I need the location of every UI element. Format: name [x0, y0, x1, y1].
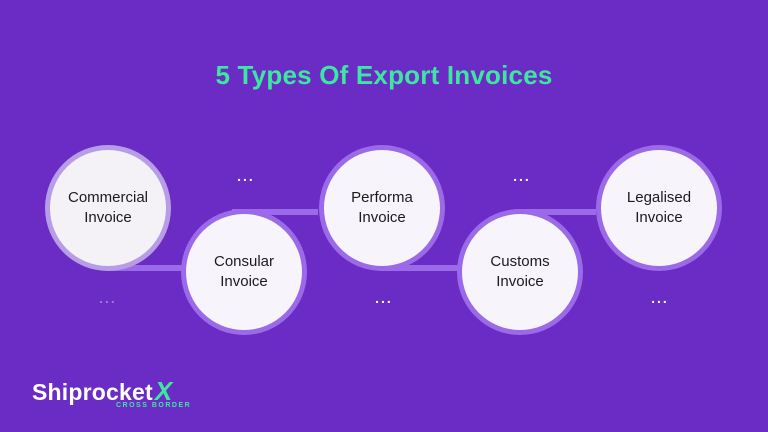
step-legalised-invoice: Legalised Invoice — [601, 150, 717, 266]
step-label: Legalised Invoice — [626, 189, 692, 226]
step-label: Customs Invoice — [490, 253, 550, 290]
dots-decoration: ... — [513, 168, 531, 184]
step-label: Consular Invoice — [213, 253, 275, 290]
step-label: Performa Invoice — [351, 189, 413, 226]
step-customs-invoice: Customs Invoice — [462, 214, 578, 330]
logo-subtitle: CROSS BORDER — [116, 402, 192, 409]
dots-decoration: ... — [651, 290, 669, 306]
dots-decoration: ... — [237, 168, 255, 184]
shiprocket-logo: Shiprocket X CROSS BORDER — [32, 376, 190, 409]
step-performa-invoice: Performa Invoice — [324, 150, 440, 266]
page-title: 5 Types Of Export Invoices — [215, 60, 553, 90]
logo-brand-text: Shiprocket — [32, 379, 153, 405]
dots-decoration: ... — [99, 290, 117, 306]
step-commercial-invoice: Commercial Invoice — [50, 150, 166, 266]
dots-decoration: ... — [375, 290, 393, 306]
logo-x-icon: X — [154, 376, 173, 406]
step-label: Commercial Invoice — [67, 189, 148, 226]
step-consular-invoice: Consular Invoice — [186, 214, 302, 330]
